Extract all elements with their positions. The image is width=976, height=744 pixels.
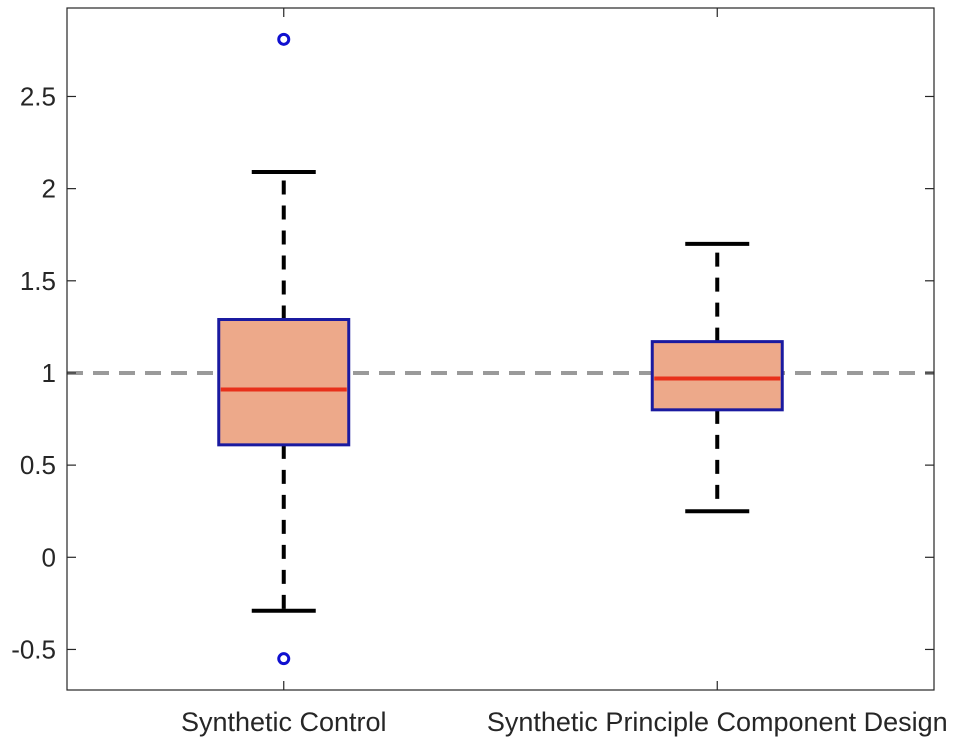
box-marks: [67, 32, 934, 666]
x-category-label: Synthetic Principle Component Design: [487, 707, 948, 737]
plot-background: [67, 8, 934, 690]
y-tick-label: 1.5: [20, 266, 56, 296]
y-tick-label: 2.5: [20, 81, 56, 111]
y-tick-label: -0.5: [11, 634, 56, 664]
outlier-point: [277, 652, 291, 666]
box-group: [650, 241, 784, 514]
y-tick-label: 1: [42, 358, 56, 388]
axes: [66, 7, 935, 691]
box-group: [217, 32, 351, 666]
y-tick-label: 0.5: [20, 450, 56, 480]
iqr-box: [217, 318, 351, 447]
outlier-point: [277, 32, 291, 46]
plot-area: [67, 8, 934, 690]
y-tick-label: 0: [42, 542, 56, 572]
y-tick-label: 2: [42, 174, 56, 204]
iqr-box: [650, 340, 784, 412]
axes-frame: [66, 7, 935, 691]
x-category-label: Synthetic Control: [181, 707, 387, 737]
